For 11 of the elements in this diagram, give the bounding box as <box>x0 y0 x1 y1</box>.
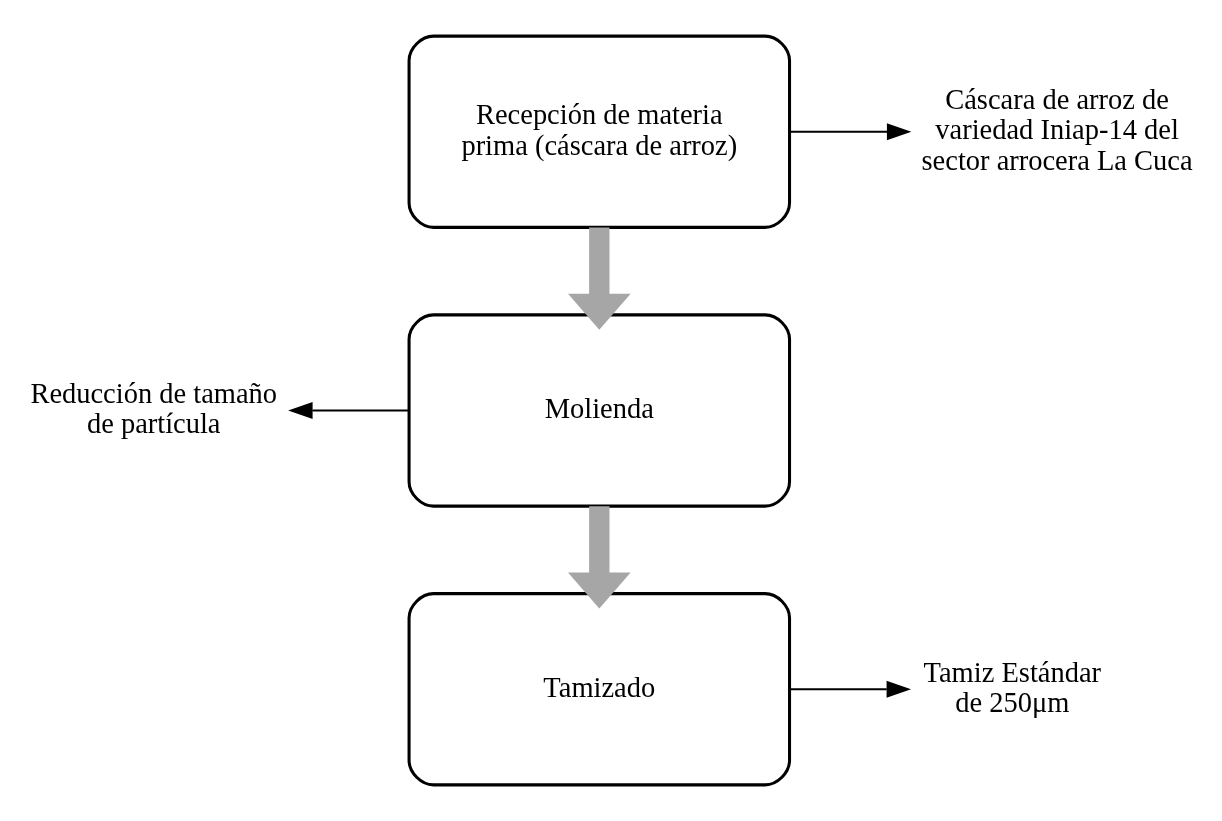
arrow <box>288 401 409 420</box>
node-box: Recepción de materia prima (cáscara de arroz) <box>407 34 792 229</box>
arrow <box>568 227 631 330</box>
arrow <box>789 680 912 698</box>
node-text: Cáscara de arroz de variedad Iniap-14 del sector arrocera La Cuca <box>921 83 1193 176</box>
arrow <box>568 506 631 609</box>
node-text: Tamiz Estándar de 250μm <box>923 656 1102 719</box>
node-box: Molienda <box>407 313 792 508</box>
arrow <box>789 123 912 141</box>
node-text: Reducción de tamaño de partícula <box>30 377 278 440</box>
node-box: Tamizado <box>407 592 792 787</box>
